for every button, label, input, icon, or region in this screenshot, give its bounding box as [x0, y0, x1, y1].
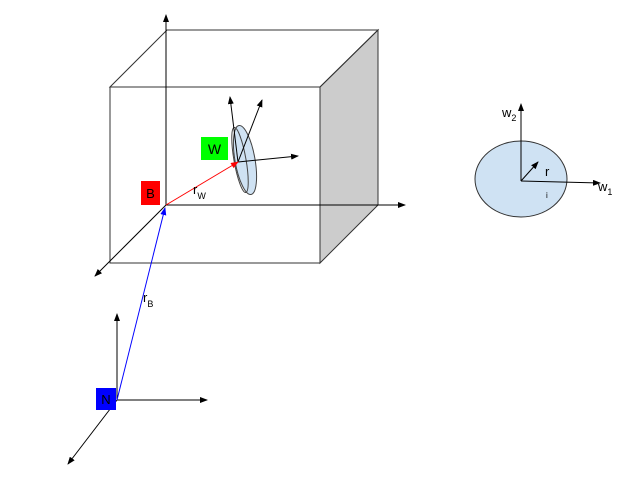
r-b-label: rB — [143, 290, 153, 309]
inertial-frame-label: N — [101, 392, 110, 407]
w2-label: w2 — [501, 105, 516, 123]
wheel-detail: w2 w1 r i — [474, 103, 612, 218]
cube-side-face — [319, 28, 379, 265]
cube-front-face — [109, 86, 321, 264]
r-w-label: rW — [193, 182, 206, 201]
body-frame-label: B — [146, 186, 155, 201]
inertial-frame-box — [96, 388, 116, 410]
w1-label: w1 — [597, 179, 612, 197]
i-label: i — [546, 191, 548, 200]
r-label: r — [545, 164, 550, 179]
reaction-wheel — [227, 96, 299, 196]
body-frame-box — [141, 181, 160, 205]
wheel-frame-box — [201, 137, 228, 160]
r-w-vector — [165, 161, 239, 206]
body-axes — [94, 14, 406, 277]
r-b-vector — [116, 207, 167, 401]
wheel-frame-label: W — [208, 141, 222, 157]
inertial-axes — [67, 313, 208, 465]
